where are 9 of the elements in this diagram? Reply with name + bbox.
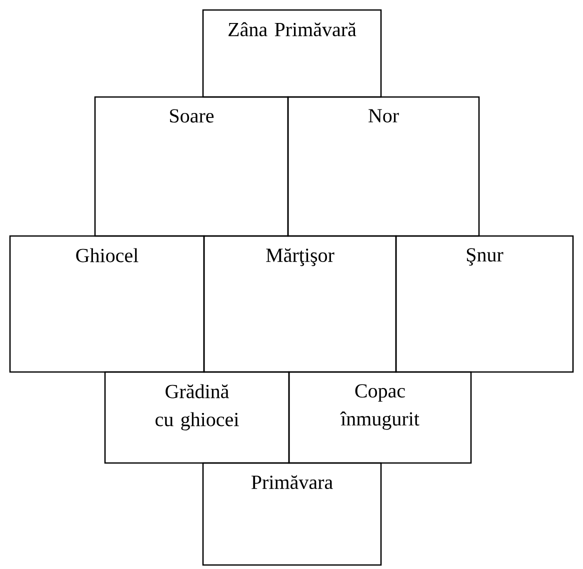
text-box: Grădină cu ghiocei — [104, 371, 290, 464]
text-box: Copac înmugurit — [288, 371, 472, 464]
text-box: Şnur — [395, 235, 574, 373]
text-box: Mărţişor — [203, 235, 397, 373]
text-box: Ghiocel — [9, 235, 205, 373]
text-box: Soare — [94, 96, 289, 237]
text-box: Nor — [287, 96, 480, 237]
text-box: Zâna Primăvară — [202, 9, 382, 98]
text-box: Primăvara — [202, 462, 382, 566]
